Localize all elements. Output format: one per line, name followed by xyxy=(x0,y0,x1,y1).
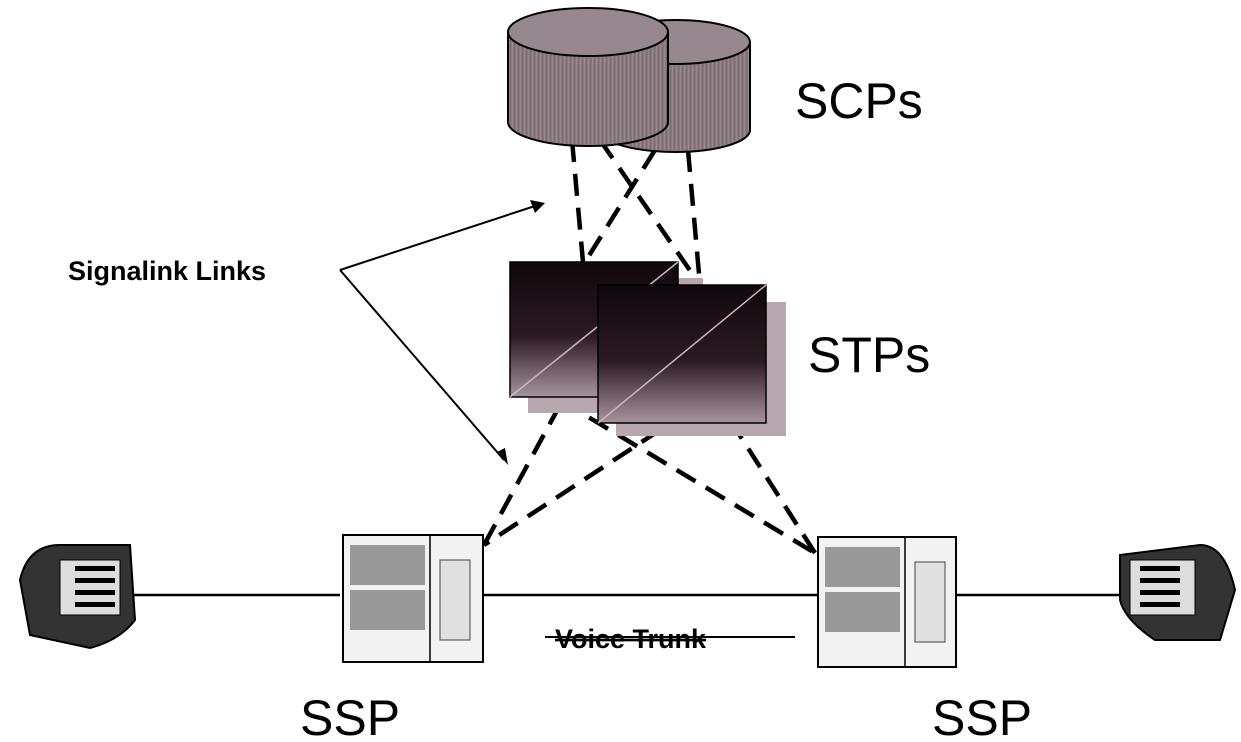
signal-links-label: Signalink Links xyxy=(68,256,266,286)
ssp-left-label: SSP xyxy=(300,690,400,742)
scps-label: SCPs xyxy=(795,73,923,129)
ssp-left-switch-icon xyxy=(342,534,484,663)
ssp-right-label: SSP xyxy=(932,690,1032,742)
voice-trunk-label: Voice Trunk xyxy=(555,624,707,654)
ssp-right-switch-icon xyxy=(817,536,957,668)
stps-label: STPs xyxy=(808,327,930,383)
telephone-right-icon xyxy=(1119,543,1237,641)
scp-database-icon xyxy=(507,7,751,153)
signal-links-arrows xyxy=(339,200,545,465)
telephone-left-icon xyxy=(18,544,137,650)
stp-switch-icon xyxy=(509,261,786,436)
signaling-links xyxy=(482,138,817,555)
